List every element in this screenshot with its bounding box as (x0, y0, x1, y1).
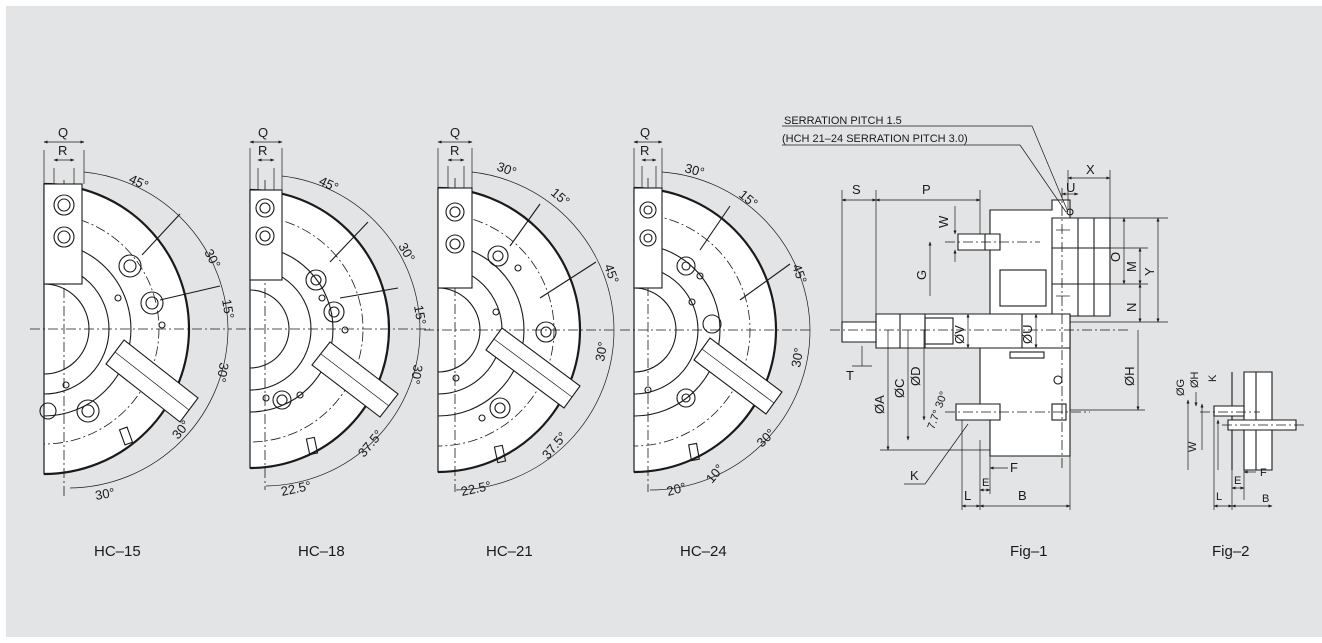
hc15-angle-2: 30° (201, 246, 223, 270)
fig1-label-v: ØV (952, 325, 967, 344)
hc18-angle-5: 37.5° (355, 427, 386, 460)
caption-fig1: Fig–1 (1010, 543, 1048, 560)
hc21-dim-q: Q (450, 125, 460, 140)
fig2-label-b: B (1262, 493, 1269, 505)
fig2-label-e: E (1234, 475, 1241, 487)
caption-hc24: HC–24 (680, 543, 727, 560)
hc24-angle-7: 10° (703, 461, 727, 486)
hc21-angle-6: 22.5° (460, 478, 493, 499)
hc18-angle-6: 22.5° (280, 478, 313, 499)
caption-hc18: HC–18 (298, 543, 345, 560)
hc18-dim-r: R (258, 143, 267, 158)
hc21-angle-4: 30° (592, 341, 610, 363)
fig1-label-y: Y (1142, 267, 1157, 276)
hc15-angle-5: 30° (169, 417, 193, 442)
fig1-label-n: N (1124, 303, 1139, 312)
fig1-label-c: ØC (892, 379, 907, 399)
fig1-label-t: T (846, 368, 854, 383)
fig1-label-g: G (914, 270, 929, 280)
fig1-label-s: S (852, 182, 861, 197)
fig1-label-m: M (1124, 261, 1139, 272)
hc18-dim-q: Q (258, 125, 268, 140)
view-hc15 (30, 140, 232, 498)
hc15-angle-1: 45° (127, 171, 151, 193)
hc18-angle-4: 30° (408, 363, 426, 385)
fig2-label-g: ØG (1175, 379, 1187, 396)
fig1-label-f: F (1010, 460, 1018, 475)
hc21-angle-1: 30° (495, 159, 519, 180)
fig1-label-x: X (1086, 162, 1095, 177)
hc24-angle-4: 30° (788, 347, 806, 369)
hc21-angle-3: 45° (601, 262, 622, 286)
serration-note-2: (HCH 21–24 SERRATION PITCH 3.0) (782, 133, 968, 145)
view-hc18 (236, 140, 430, 490)
caption-fig2: Fig–2 (1212, 543, 1250, 560)
hc18-angle-1: 45° (317, 173, 341, 195)
hc24-angle-6: 20° (665, 479, 688, 499)
fig1-chamfer: 7.7° 30° (926, 390, 951, 431)
fig1-section (782, 125, 1168, 510)
fig2-label-k: K (1207, 374, 1219, 382)
serration-note-1: SERRATION PITCH 1.5 (784, 115, 902, 127)
fig1-label-w: W (936, 215, 951, 228)
hc18-angle-3: 15° (411, 304, 429, 326)
hc24-dim-r: R (640, 143, 649, 158)
fig1-label-a: ØA (872, 395, 887, 414)
fig1-label-d: ØD (908, 367, 923, 387)
fig2-label-f: F (1260, 467, 1267, 479)
hc15-angle-3: 15° (219, 298, 237, 320)
fig2-detail (1186, 371, 1304, 510)
fig1-label-o: O (1108, 252, 1123, 262)
fig1-label-b: B (1018, 488, 1027, 503)
fig1-label-l: L (964, 488, 971, 503)
hc15-angle-4: 30° (214, 361, 232, 383)
hc21-dim-r: R (450, 143, 459, 158)
hc15-dim-r: R (58, 143, 67, 158)
fig1-label-e: E (982, 477, 989, 489)
hc24-angle-1: 30° (683, 160, 706, 180)
hc24-dim-q: Q (640, 125, 650, 140)
fig1-label-p: P (922, 182, 931, 197)
fig1-label-u-dia: ØU (1020, 325, 1035, 345)
hc24-angle-3: 45° (789, 262, 810, 286)
fig2-label-h: ØH (1189, 371, 1201, 388)
hc24-angle-2: 15° (736, 187, 761, 211)
hc15-angle-6: 30° (94, 485, 116, 503)
fig1-label-u: U (1066, 180, 1075, 195)
hc21-angle-2: 15° (548, 185, 573, 209)
hc15-dim-q: Q (58, 125, 68, 140)
fig1-label-k: K (910, 468, 919, 483)
fig1-label-h: ØH (1122, 367, 1137, 387)
view-hc21 (424, 140, 616, 492)
caption-hc21: HC–21 (486, 543, 533, 560)
hc24-angle-5: 30° (754, 426, 779, 451)
view-hc24 (620, 140, 812, 492)
hc18-angle-2: 30° (395, 240, 418, 265)
fig2-label-w: W (1187, 441, 1199, 452)
fig2-label-l: L (1216, 491, 1222, 503)
caption-hc15: HC–15 (94, 543, 141, 560)
